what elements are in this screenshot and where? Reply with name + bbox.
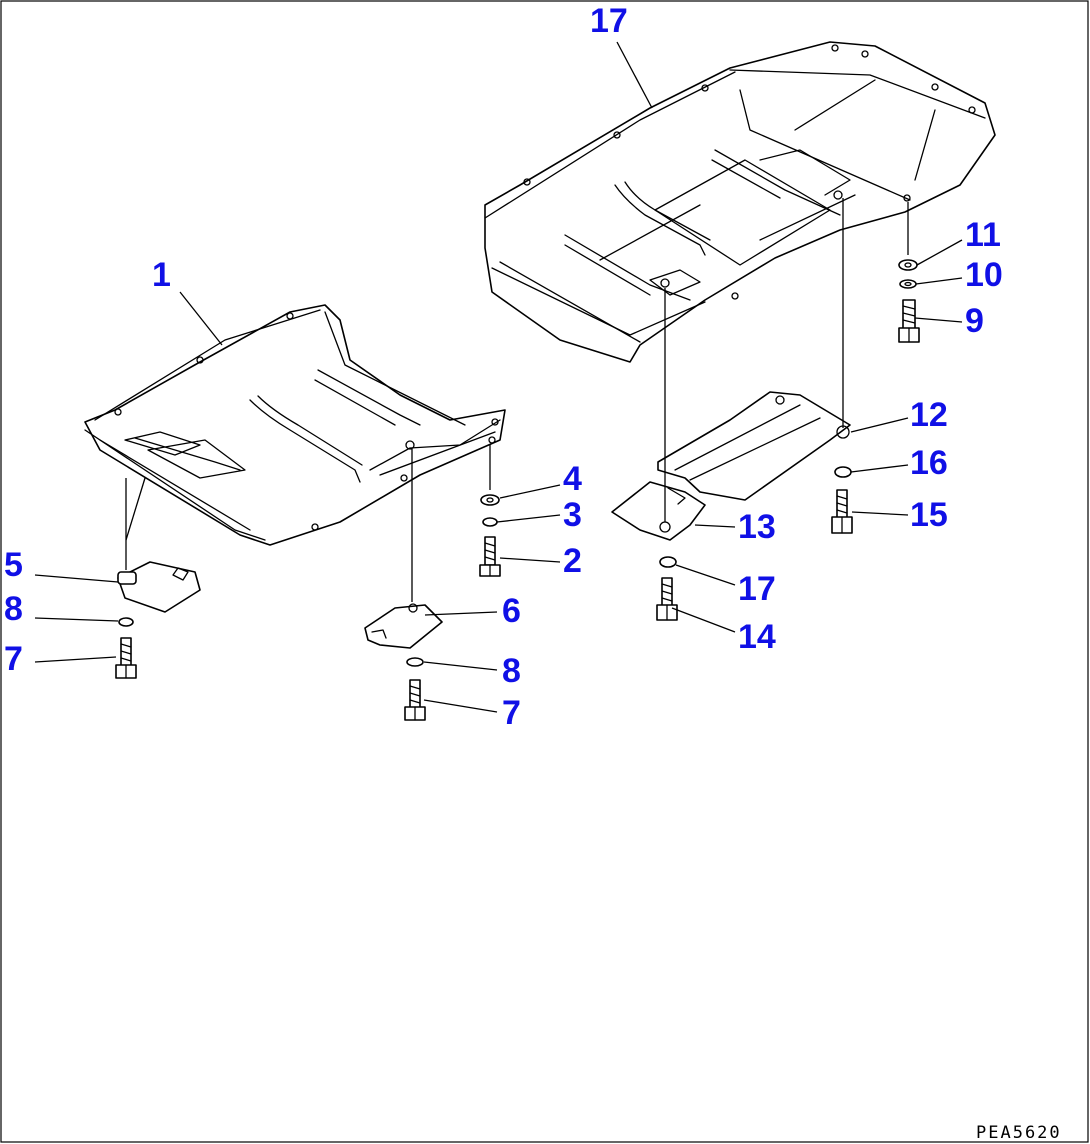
- callout-14: 12: [910, 396, 948, 434]
- bolt-part-15: [656, 577, 678, 621]
- plate-part-14: [657, 391, 851, 501]
- washer-part-11: [899, 279, 917, 289]
- drawing-code: PEA5620: [976, 1123, 1062, 1143]
- washer-part-3: [482, 517, 498, 527]
- bolt-part-2: [479, 536, 501, 577]
- undercover-part-9: [484, 41, 996, 363]
- washer-part-12: [898, 259, 918, 271]
- callout-7-middle: 7: [502, 694, 521, 732]
- callout-5: 5: [4, 546, 23, 584]
- callout-8-left: 8: [4, 590, 23, 628]
- washer-part-17-lower: [659, 556, 677, 568]
- bolt-part-10: [898, 299, 920, 343]
- washer-part-17-upper: [834, 466, 852, 478]
- leader-lines: [34, 41, 963, 713]
- washer-part-4: [480, 494, 500, 506]
- washer-part-8-middle: [406, 657, 424, 667]
- callout-3: 3: [563, 496, 582, 534]
- callout-15: 14: [738, 618, 776, 656]
- callout-16: 15: [910, 496, 948, 534]
- callout-13: 13: [738, 508, 776, 546]
- callout-17-lower: 17: [738, 570, 776, 608]
- callout-6: 6: [502, 592, 521, 630]
- callout-8-middle: 8: [502, 652, 521, 690]
- bolt-part-16: [831, 489, 853, 534]
- callout-4: 4: [563, 460, 582, 498]
- callout-1: 1: [152, 256, 171, 294]
- plate-part-13: [611, 481, 706, 541]
- fasteners: [115, 259, 920, 721]
- bolt-part-7-left: [115, 637, 137, 679]
- callout-2: 2: [563, 542, 582, 580]
- callout-12: 11: [965, 216, 1001, 254]
- undercover-part-1: [84, 304, 506, 546]
- callout-7-left: 7: [4, 640, 23, 678]
- plate-part-5: [117, 561, 201, 613]
- callout-17-upper: 16: [910, 444, 948, 482]
- bolt-part-7-middle: [404, 679, 426, 721]
- plate-part-6: [364, 603, 443, 649]
- washer-part-8-left: [118, 617, 134, 627]
- callout-11: 10: [965, 256, 1003, 294]
- callout-labels: 17 1 5 8 7 4 3 2 6 8 7 13 17 14 12 16 15…: [4, 2, 1003, 732]
- assembly-lines: [125, 198, 909, 602]
- callout-9: 17: [590, 2, 628, 40]
- callout-10: 9: [965, 302, 984, 340]
